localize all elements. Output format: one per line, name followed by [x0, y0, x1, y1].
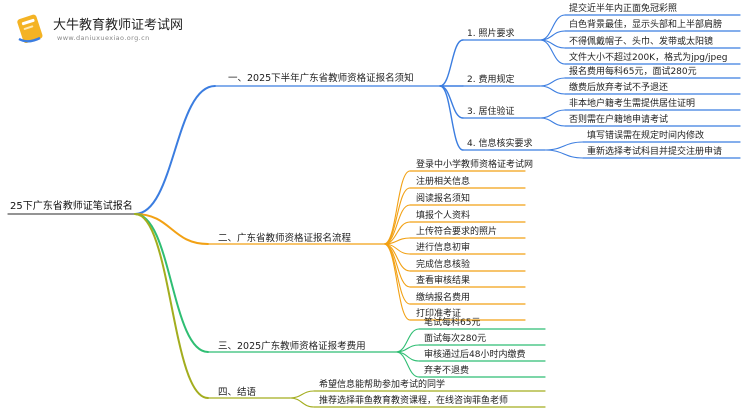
connector-line	[134, 85, 216, 215]
leaf-residence-1: 非本地户籍考生需提供居住证明	[569, 99, 696, 109]
connector-line	[539, 39, 566, 65]
leaf-photo-2: 白色背景最佳，显示头部和上半部肩膀	[569, 20, 723, 30]
step-10: 打印准考证	[416, 309, 462, 319]
branch-1-label: 一、2025下半年广东省教师资格证报名须知	[228, 73, 414, 84]
step-4: 填报个人资料	[416, 211, 471, 221]
sub-residence-label: 3. 居住验证	[467, 107, 515, 117]
step-5: 上传符合要求的照片	[416, 227, 498, 237]
sub-fee-label: 2. 费用规定	[467, 75, 515, 85]
branch-3-label: 三、2025广东教师资格证报考费用	[218, 341, 366, 352]
connector-line	[544, 149, 584, 159]
connector-line	[539, 85, 566, 95]
step-2: 注册相关信息	[416, 177, 471, 187]
step-8: 查看审核结果	[416, 276, 471, 286]
connector-line	[439, 39, 464, 87]
connector-line	[439, 85, 464, 119]
connector-line	[383, 243, 411, 321]
branch-2-label: 二、广东省教师资格证报名流程	[218, 233, 352, 244]
conclusion-2: 推荐选择菲鱼教育教资课程，在线咨询菲鱼老师	[319, 396, 509, 406]
connector-line	[395, 351, 420, 378]
leaf-verify-2: 重新选择考试科目并提交注册申请	[587, 147, 723, 157]
leaf-fee-1: 报名费用每科65元，面试280元	[569, 67, 697, 77]
connector-line	[544, 141, 584, 151]
leaf-fee-2: 缴费后放弃考试不予退还	[569, 83, 669, 93]
step-6: 进行信息初审	[416, 243, 471, 253]
cost-4: 弃考不退费	[424, 366, 470, 376]
leaf-residence-2: 否则需在户籍地申请考试	[569, 115, 669, 125]
book-logo-icon	[17, 14, 43, 44]
step-3: 阅读报名须知	[416, 194, 471, 204]
cost-3: 审核通过后48小时内缴费	[424, 350, 526, 360]
connector-line	[439, 85, 464, 151]
brand-title: 大牛教育教师证考试网	[53, 18, 184, 33]
branch-4-label: 四、结语	[218, 387, 257, 398]
connector-line	[289, 397, 315, 408]
sub-verify-label: 4. 信息核实要求	[467, 139, 533, 149]
step-7: 完成信息核验	[416, 260, 471, 270]
connector-line	[134, 213, 209, 399]
cost-1: 笔试每科65元	[424, 318, 481, 328]
leaf-photo-3: 不得佩戴帽子、头巾、发带或太阳镜	[569, 37, 714, 47]
sub-photo-label: 1. 照片要求	[467, 29, 515, 39]
cost-2: 面试每次280元	[424, 334, 487, 344]
step-1: 登录中小学教师资格证考试网	[416, 160, 534, 170]
connector-line	[539, 14, 566, 41]
brand-url: www.daniuxuexiao.org.cn	[57, 34, 150, 42]
leaf-photo-4: 文件大小不超过200K，格式为jpg/jpeg	[569, 53, 728, 63]
connector-line	[289, 390, 315, 399]
step-9: 缴纳报名费用	[416, 293, 471, 303]
conclusion-1: 希望信息能帮助参加考试的同学	[319, 380, 446, 390]
connector-line	[539, 117, 566, 127]
connector-line	[539, 77, 566, 87]
connector-line	[134, 213, 209, 245]
leaf-verify-1: 填写错误需在规定时间内修改	[587, 131, 705, 141]
connector-line	[383, 204, 411, 245]
leaf-photo-1: 提交近半年内正面免冠彩照	[569, 4, 678, 14]
root-node: 25下广东省教师证笔试报名	[10, 201, 133, 212]
connector-line	[134, 213, 209, 353]
connector-line	[383, 187, 411, 245]
connector-line	[539, 109, 566, 119]
